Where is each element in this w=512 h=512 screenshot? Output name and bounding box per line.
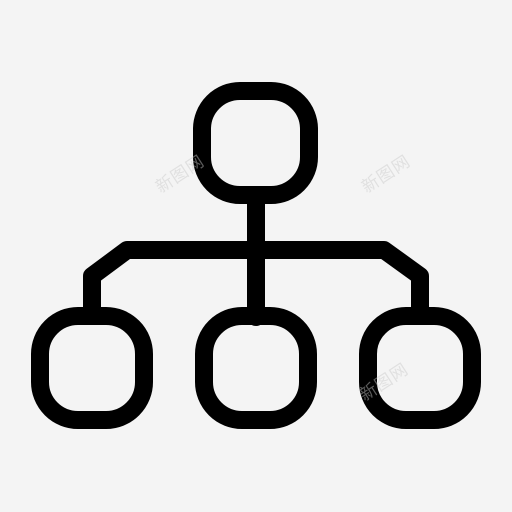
bottom-left-node	[31, 307, 153, 429]
connector-right-branch	[247, 241, 429, 321]
connector-left-branch	[83, 241, 265, 321]
bottom-center-node	[195, 307, 317, 429]
bottom-right-node	[359, 307, 481, 429]
